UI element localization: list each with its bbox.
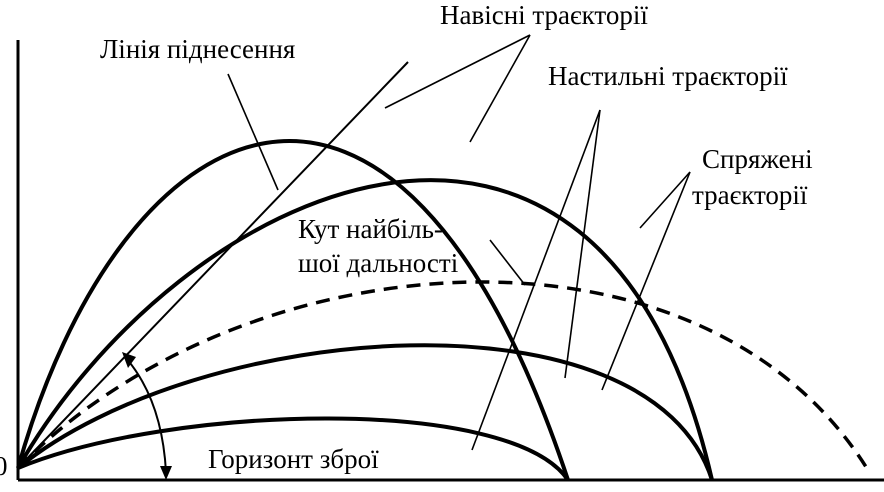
flat-trajectories-label: Настильні траєкторії: [548, 61, 788, 91]
conjugate-label-1: Спряжені: [702, 144, 813, 174]
pointer-high-1: [384, 34, 531, 109]
max-range-trajectory: [16, 280, 870, 471]
high-trajectories-label: Навісні траєкторії: [440, 0, 648, 30]
high-trajectory-1: [16, 139, 570, 481]
angle-arrow-up: [122, 352, 136, 368]
max-range-angle-label-1: Кут найбіль-: [298, 214, 443, 244]
pointer-elevation: [227, 73, 279, 191]
pointer-flat-1: [471, 109, 601, 451]
origin-label: 0: [0, 451, 8, 481]
flat-trajectory-2: [17, 416, 570, 482]
elevation-line: [17, 61, 409, 469]
angle-arrow-down: [160, 466, 172, 480]
pointer-flat-2: [564, 109, 601, 379]
pointer-high-2: [469, 34, 531, 143]
pointer-conjugate-2: [639, 171, 691, 229]
weapon-horizon-label: Горизонт зброї: [208, 444, 379, 474]
flat-trajectory-1: [16, 343, 714, 481]
pointer-max-angle: [489, 239, 526, 286]
max-range-angle-arc: [125, 357, 167, 473]
pointer-conjugate-1: [601, 171, 691, 391]
max-range-angle-label-2: шої дальності: [298, 248, 458, 278]
conjugate-label-2: траєкторії: [692, 180, 808, 210]
elevation-line-label: Лінія піднесення: [100, 34, 295, 64]
